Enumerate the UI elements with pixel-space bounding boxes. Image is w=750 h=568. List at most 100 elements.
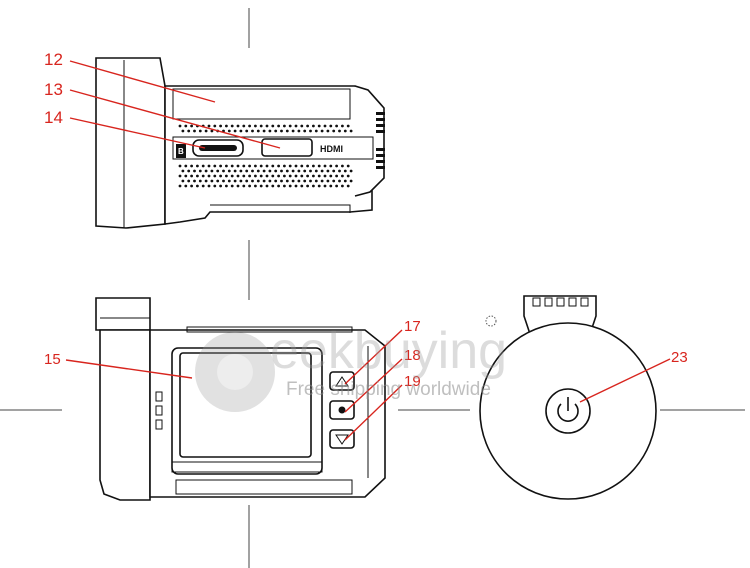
grill-hole — [346, 184, 350, 188]
ok-dot-icon — [338, 406, 346, 414]
power-button[interactable] — [545, 388, 591, 434]
grill-hole — [320, 169, 324, 173]
grill-hole — [277, 164, 280, 168]
grill-hole — [274, 179, 278, 183]
grill-hole — [274, 169, 278, 173]
grill-hole — [306, 124, 309, 128]
down-button[interactable] — [329, 429, 355, 449]
camera-top-view: B HDMI — [95, 57, 385, 229]
grill-hole — [251, 169, 254, 173]
grill-hole — [349, 129, 353, 133]
grill-hole — [288, 184, 292, 188]
callout-23: 23 — [671, 349, 688, 366]
grill-hole — [277, 124, 280, 128]
grill-hole — [341, 124, 344, 128]
grill-hole — [268, 179, 272, 183]
grill-hole — [262, 129, 266, 133]
back-bottom-lip — [175, 479, 353, 495]
grill-hole — [251, 129, 254, 133]
callout-12: 12 — [44, 50, 63, 69]
grill-hole — [201, 164, 205, 168]
grill-hole — [242, 124, 246, 128]
grill-hole — [248, 184, 252, 188]
grill-hole — [256, 179, 260, 183]
grill-hole — [283, 174, 286, 178]
grill-hole — [271, 164, 275, 168]
grill-hole — [312, 174, 315, 178]
power-icon — [557, 397, 579, 422]
grill-hole — [193, 169, 196, 173]
grill-hole — [300, 174, 304, 178]
watermark: eekbuying Free shipping worldwide — [195, 322, 507, 412]
grill-hole — [297, 129, 301, 133]
b-badge-label: B — [178, 147, 184, 156]
grill-hole — [300, 164, 304, 168]
grill-hole — [190, 124, 194, 128]
leader-17 — [344, 329, 403, 385]
grill-hole — [213, 164, 217, 168]
grill-hole — [265, 124, 269, 128]
grill-hole — [219, 184, 223, 188]
grill-hole — [239, 179, 243, 183]
grill-hole — [335, 124, 338, 128]
grill-hole — [193, 179, 196, 183]
callout-17: 17 — [404, 318, 421, 335]
grill-hole — [335, 174, 338, 178]
watermark-brand: eekbuying — [270, 322, 507, 380]
grill-hole — [187, 179, 191, 183]
grill-hole — [222, 169, 225, 173]
grill-hole — [314, 179, 318, 183]
grill-hole — [181, 129, 185, 133]
grill-hole — [297, 179, 301, 183]
grill-hole — [242, 174, 246, 178]
back-view-callouts: 15 17 18 19 — [44, 318, 421, 441]
sd-card-slot-opening — [199, 145, 237, 151]
grill-hole — [317, 124, 321, 128]
grill-hole — [285, 129, 289, 133]
grill-hole — [317, 164, 321, 168]
grill-hole — [216, 179, 220, 183]
grill-hole — [207, 164, 211, 168]
round-view-callouts: 23 — [579, 349, 688, 403]
grill-hole — [312, 184, 315, 188]
grill-hole — [213, 174, 217, 178]
leader-14 — [69, 117, 206, 149]
end-cap — [354, 85, 385, 197]
grill-hole — [291, 179, 295, 183]
callout-14: 14 — [44, 108, 63, 127]
grill-hole — [219, 164, 223, 168]
grill-hole — [300, 184, 304, 188]
grill-hole — [245, 179, 249, 183]
grill-hole — [265, 164, 269, 168]
grill-hole — [187, 129, 191, 133]
grill-hole — [280, 129, 283, 133]
grill-hole — [262, 179, 266, 183]
grill-hole — [236, 124, 240, 128]
up-arrow-icon — [335, 376, 349, 387]
grill-hole — [294, 164, 298, 168]
grill-hole — [332, 169, 336, 173]
grill-hole — [349, 169, 353, 173]
grill-hole — [309, 179, 312, 183]
grill-hole — [239, 129, 243, 133]
grill-hole — [280, 179, 283, 183]
grill-hole — [329, 124, 333, 128]
grill-hole — [196, 164, 199, 168]
grill-hole — [233, 169, 237, 173]
grill-hole — [184, 184, 188, 188]
grill-hole — [338, 129, 341, 133]
grill-hole — [219, 124, 223, 128]
callout-18: 18 — [404, 347, 421, 364]
grill-hole — [216, 169, 220, 173]
grill-hole — [239, 169, 243, 173]
camera-round-view — [479, 295, 657, 500]
grill-hole — [343, 169, 347, 173]
grill-hole — [196, 184, 199, 188]
grill-hole — [233, 129, 237, 133]
grill-hole — [346, 174, 350, 178]
grill-hole — [300, 124, 304, 128]
grill-hole — [233, 179, 237, 183]
leader-19 — [344, 384, 403, 441]
grill-hole — [254, 184, 257, 188]
grill-hole — [204, 179, 208, 183]
